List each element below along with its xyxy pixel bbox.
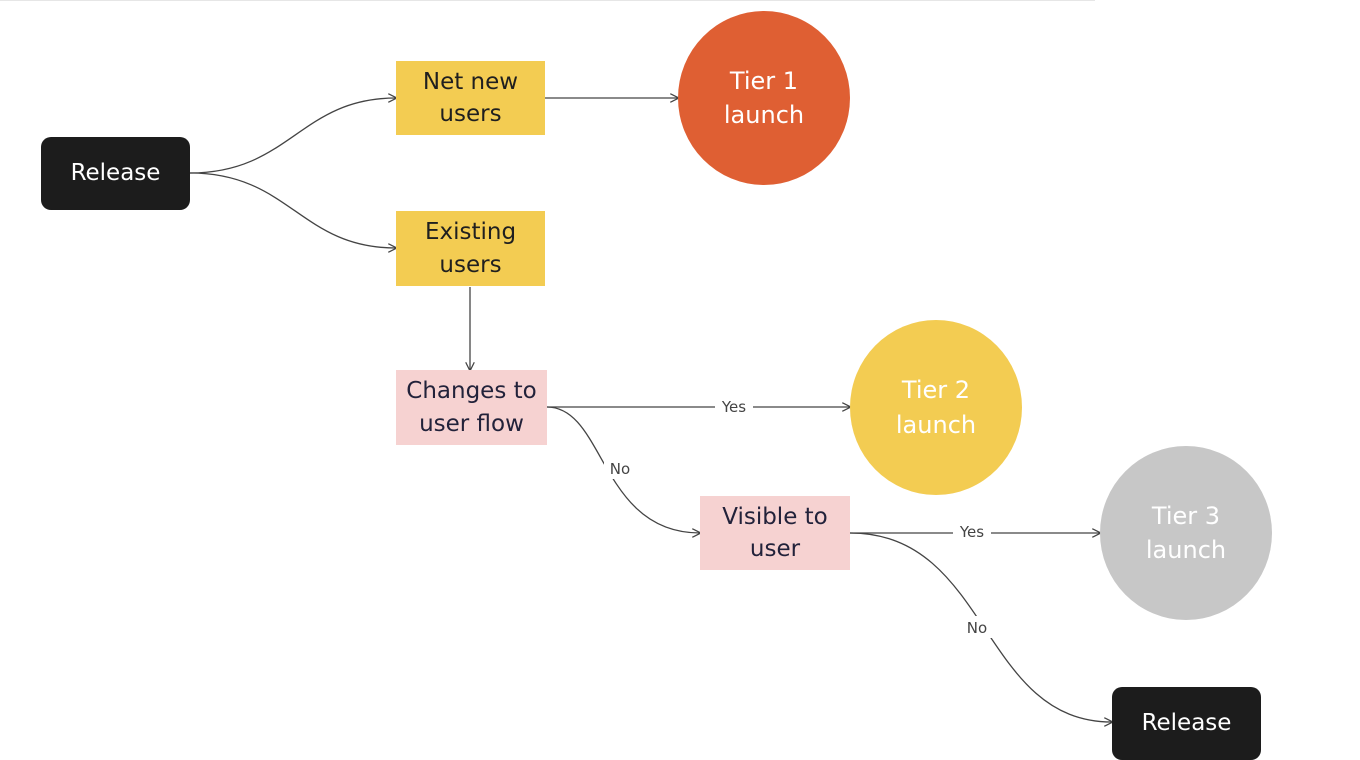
visible-to-user-node: Visible to user	[700, 496, 850, 570]
tier3-launch-node: Tier 3 launch	[1100, 446, 1272, 620]
top-divider	[0, 0, 1095, 1]
existing-users-node: Existing users	[396, 211, 545, 286]
edge-release-to-net-new-users	[189, 98, 396, 174]
tier2-launch-node: Tier 2 launch	[850, 320, 1022, 495]
tier1-launch-node: Tier 1 launch	[678, 11, 850, 185]
net-new-users-node: Net new users	[396, 61, 545, 135]
edge-label-visible-no: No	[967, 619, 987, 637]
edge-label-visible-yes: Yes	[959, 523, 984, 541]
release-end-node: Release	[1112, 687, 1261, 760]
edge-label-flow-yes: Yes	[721, 398, 746, 416]
changes-to-user-flow-node: Changes to user flow	[396, 370, 547, 445]
edge-label-flow-no: No	[610, 460, 630, 478]
edge-release-to-existing-users	[189, 172, 396, 248]
release-start-node: Release	[41, 137, 190, 210]
